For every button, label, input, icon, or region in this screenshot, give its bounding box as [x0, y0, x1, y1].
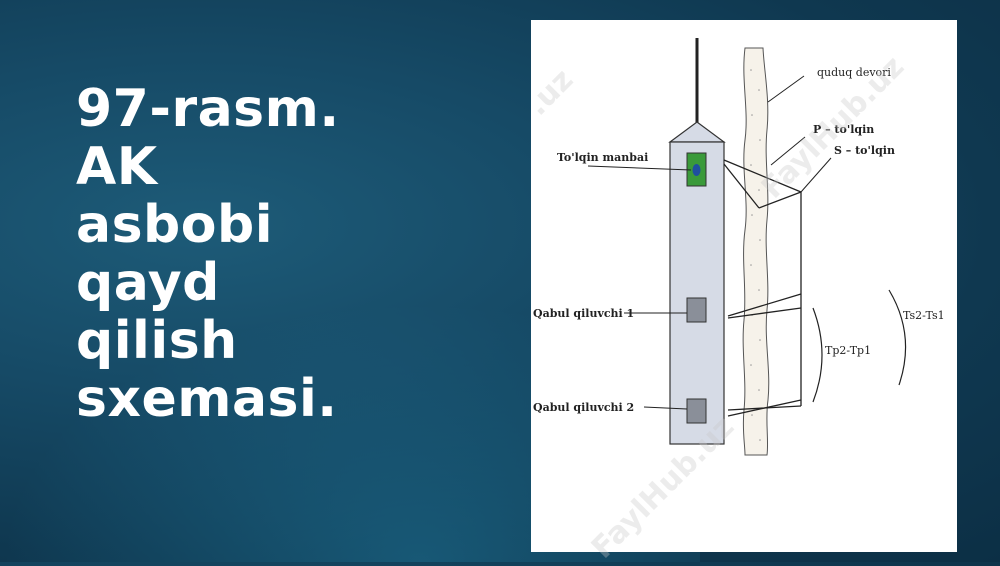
tp-diff-label: Tp2-Tp1	[825, 344, 871, 357]
well-wall-label: quduq devori	[817, 66, 891, 79]
tool-cap	[668, 121, 726, 143]
diagram-panel: quduq devori P – to'lqin S – to'lqin To'…	[531, 20, 957, 552]
receiver-2-label: Qabul qiluvchi 2	[533, 401, 634, 414]
tool-body	[669, 141, 725, 445]
tp-bracket	[812, 307, 823, 403]
well-wall	[742, 47, 770, 456]
receiver-1-label: Qabul qiluvchi 1	[533, 307, 634, 320]
leader-lines	[587, 75, 832, 410]
wave-source-core	[692, 164, 701, 176]
ts-bracket	[888, 289, 907, 386]
receiver-2-box	[686, 398, 707, 424]
slide-title: 97-rasm. AK asbobi qayd qilish sxemasi.	[76, 79, 340, 429]
diagram-svg: quduq devori P – to'lqin S – to'lqin To'…	[533, 38, 945, 456]
ts-diff-label: Ts2-Ts1	[903, 309, 945, 322]
p-wave-label: P – to'lqin	[813, 123, 874, 136]
wave-rays	[723, 159, 802, 417]
receiver-1-box	[686, 297, 707, 323]
s-wave-label: S – to'lqin	[834, 144, 895, 157]
wave-source-label: To'lqin manbai	[557, 151, 648, 164]
